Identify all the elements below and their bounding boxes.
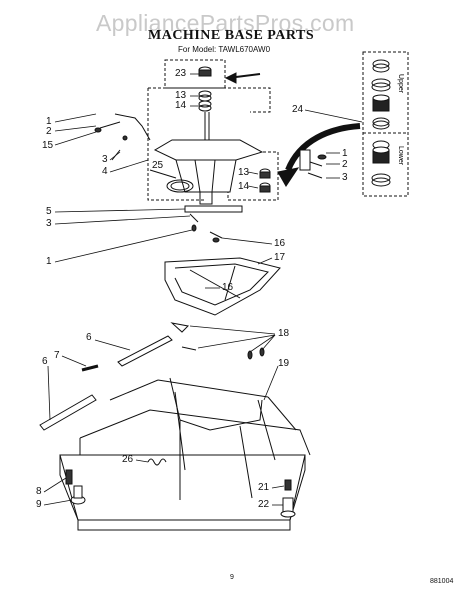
callout-9: 9 [36, 499, 42, 510]
inset-arrow [285, 123, 361, 172]
callout-3b: 3 [342, 172, 348, 183]
model-number: For Model: TAWL670AW0 [178, 45, 271, 54]
callout-22: 22 [258, 499, 270, 510]
callout-7: 7 [54, 350, 60, 361]
top-bearing-stack [198, 66, 212, 112]
callout-18: 18 [278, 328, 290, 339]
callout-8: 8 [36, 486, 42, 497]
callout-26: 26 [122, 454, 134, 465]
upper-label: Upper [397, 74, 404, 94]
leveling-foot-right [280, 510, 296, 518]
callout-1c: 1 [46, 256, 52, 267]
callout-23: 23 [175, 68, 187, 79]
callout-21: 21 [258, 482, 270, 493]
lower-label: Lower [397, 146, 404, 166]
callout-1b: 1 [342, 148, 348, 159]
upper-bearings [371, 59, 391, 130]
base-frame [59, 377, 311, 531]
linkage-arm [114, 113, 151, 141]
lower-bearings [371, 140, 391, 187]
callout-2b: 2 [342, 159, 348, 170]
callout-14: 14 [175, 100, 187, 111]
callout-1: 1 [46, 116, 52, 127]
callout-16b: 16 [222, 282, 234, 293]
callout-15: 15 [42, 140, 54, 151]
callout-13b: 13 [238, 167, 250, 178]
page-title: MACHINE BASE PARTS [148, 28, 315, 43]
callout-5: 5 [46, 206, 52, 217]
callout-2: 2 [46, 126, 52, 137]
callout-13: 13 [175, 90, 187, 101]
callout-3: 3 [102, 154, 108, 165]
callout-3c: 3 [46, 218, 52, 229]
callout-4: 4 [102, 166, 108, 177]
gear-housing [153, 112, 264, 205]
callout-24: 24 [292, 104, 304, 115]
ring-part [166, 179, 194, 193]
spindle-box-left [147, 88, 205, 201]
pivot-bracket [184, 205, 243, 213]
callout-25: 25 [152, 160, 164, 171]
spring-part [147, 458, 167, 466]
spindle-box [148, 87, 271, 113]
watermark: AppliancePartsPros.com [96, 10, 355, 36]
callout-17: 17 [274, 252, 286, 263]
upper-bracket [117, 335, 173, 367]
bearing-inset-box [362, 51, 409, 197]
callout-14b: 14 [238, 181, 250, 192]
diagram-code: 881004 [430, 578, 454, 585]
callout-16: 16 [274, 238, 286, 249]
callout-19: 19 [278, 358, 290, 369]
page-number: 9 [230, 574, 234, 581]
callout-6: 6 [86, 332, 92, 343]
callout-6b: 6 [42, 356, 48, 367]
left-bracket [39, 394, 97, 431]
